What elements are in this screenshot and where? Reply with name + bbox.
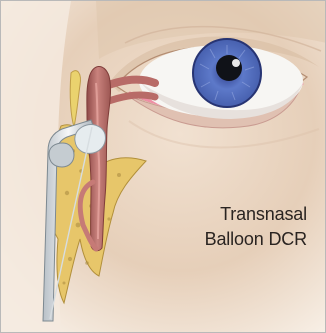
caption-line-1: Transnasal	[157, 202, 307, 227]
caption-line-2: Balloon DCR	[157, 227, 307, 252]
pupil	[216, 55, 242, 81]
balloon	[75, 125, 106, 154]
balloon-connector	[49, 143, 74, 167]
illustration-caption: Transnasal Balloon DCR	[157, 202, 307, 252]
eye-highlight	[232, 59, 240, 67]
